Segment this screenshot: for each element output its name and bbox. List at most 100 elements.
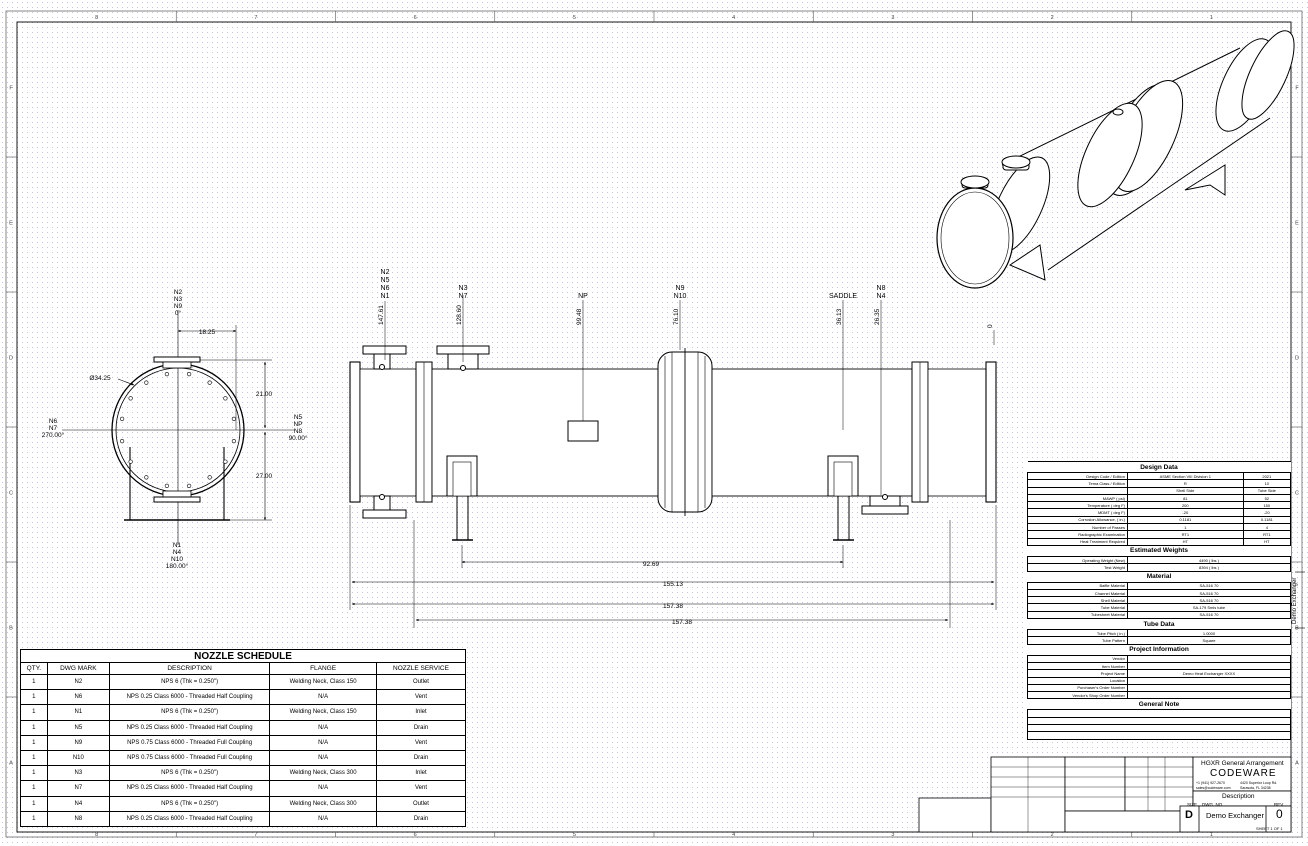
revision: 0 [1276,807,1283,821]
table-cell: ASME Section VIII Division 1 [1127,471,1244,481]
zone-letter-label: A [1295,761,1299,767]
end-view [62,310,295,545]
table-cell: Design Data [1027,461,1291,473]
table-cell: 1.0000 [1127,629,1291,638]
table-cell: Tube Data [1027,618,1291,631]
table-cell: N/A [269,810,377,827]
table-cell: Drain [375,810,467,827]
table-cell: NPS 0.75 Class 6000 - Threaded Full Coup… [108,749,271,767]
zone-number-label: 4 [732,15,735,21]
table-cell: N8 [46,810,110,827]
table-cell: NPS 6 (Thk = 0.250") [108,673,271,691]
zone-number-label: 2 [1051,832,1054,838]
table-cell: Operating Weight (New) [1027,555,1128,565]
zone-number-label: 3 [891,15,894,21]
table-cell: N4 [46,795,110,812]
zone-number-label: 1 [1210,832,1213,838]
table-cell: NPS 0.25 Class 6000 - Threaded Half Coup… [108,810,271,827]
table-cell: Tubesheet Material [1027,610,1128,620]
table-cell: 1 [20,673,48,691]
table-cell: Location [1027,676,1128,685]
table-cell: 1 [20,780,48,797]
table-cell: Tube Pitch ( in.) [1027,629,1128,638]
table-cell: Inlet [375,765,467,782]
zone-number-label: 4 [732,832,735,838]
table-cell: 4490 ( lbs ) [1127,555,1291,565]
zone-letter-label: F [9,86,13,92]
table-row: Location [1027,676,1291,685]
table-cell: Inlet [375,704,467,721]
table-cell: N/A [269,749,377,767]
table-cell: 200 [1127,501,1244,510]
table-cell: Vendor [1027,654,1128,663]
nozzle-schedule-title: NOZZLE SCHEDULE [20,649,466,663]
table-cell: Number of Passes [1027,523,1128,532]
table-row [1027,731,1291,740]
table-cell: Vent [375,734,467,751]
table-cell: NPS 6 (Thk = 0.250") [108,765,271,782]
callout-label: N8 [877,285,886,292]
table-cell: Tube Material [1027,603,1128,612]
callout-dimension: 128.60 [456,305,463,325]
table-row: MDMT ( deg F)-20-20 [1027,508,1292,517]
table-cell: Project Information [1027,643,1291,656]
zone-letter-label: D [1295,356,1299,362]
side-tab-label: Demo Exchanger [1292,577,1298,624]
callout-dimension: 76.10 [673,308,680,325]
table-cell: RT1 [1242,530,1292,539]
callout-label: N1 [381,293,390,300]
zone-number-label: 1 [1210,15,1213,21]
callout-label: N4 [877,293,886,300]
table-cell: N5 [46,719,110,736]
end-view-upper-dim: 21.00 [256,391,273,398]
zone-letter-label: A [9,761,13,767]
saddle-spacing-dim: 92.69 [643,561,660,568]
table-cell: NPS 0.25 Class 6000 - Threaded Half Coup… [108,689,271,706]
table-cell: SA-516 70 [1127,610,1291,620]
drawing-number: Demo Exchanger [1206,811,1264,820]
table-cell: Welding Neck, Class 150 [269,673,377,691]
zone-number-label: 6 [414,15,417,21]
sheet-size: D [1185,809,1193,821]
callout-label: N9 [676,285,685,292]
company-phone: +1 (941) 927-2670 [1196,781,1225,785]
table-cell: Project Name [1027,669,1128,678]
zone-letter-label: C [1295,491,1299,497]
table-cell: N1 [46,704,110,721]
table-cell: Temperature ( deg F) [1027,501,1128,510]
zone-letter-label: E [1295,221,1299,227]
table-cell: 8394 ( lbs ) [1127,563,1291,572]
table-cell: Baffle Material [1027,581,1128,590]
end-view-lower-dim: 27.00 [256,473,273,480]
isometric-view [936,30,1295,289]
table-cell: 1 [20,719,48,736]
end-view-diameter-dim: Ø34.25 [89,375,111,382]
zone-number-label: 7 [254,832,257,838]
table-cell: 1 [20,734,48,751]
table-cell: Item Number [1027,661,1128,671]
table-cell: NPS 0.75 Class 6000 - Threaded Full Coup… [108,734,271,751]
table-cell: General Note [1027,698,1291,711]
callout-label: N7 [459,293,468,300]
table-cell: Design Code / Edition [1027,471,1128,481]
zone-number-label: 3 [891,832,894,838]
table-cell: N6 [46,689,110,706]
table-cell: Tube Pattern [1027,636,1128,645]
table-cell: Radiographic Examination [1027,530,1128,539]
table-cell [1127,676,1291,685]
zone-number-label: 8 [95,15,98,21]
callout-label: N3 [459,285,468,292]
overall-dim-2: 157.38 [663,603,683,610]
